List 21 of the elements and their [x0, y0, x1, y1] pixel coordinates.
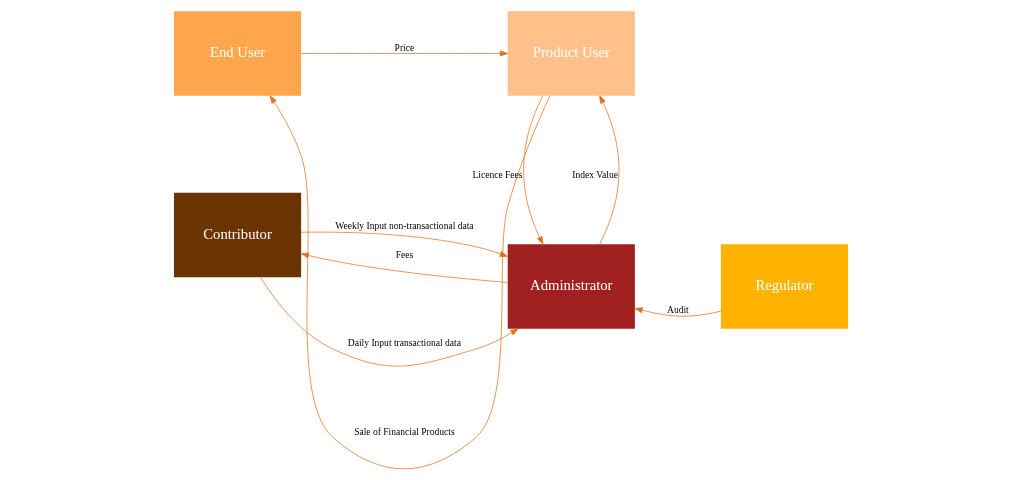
arrow [269, 95, 551, 470]
edge-label: Fees [395, 249, 414, 261]
edge-label: Licence Fees [472, 168, 523, 180]
arrow [523, 95, 544, 245]
edge-label: Daily Input transactional data [347, 337, 462, 349]
edge-label: Audit [667, 303, 689, 315]
node-box: Contributor [173, 192, 302, 278]
arrow [260, 277, 519, 367]
edge-label: Index Value [572, 168, 618, 180]
node-box: End User [173, 11, 302, 96]
node-box: Product User [507, 11, 635, 96]
edge-label: Weekly Input non-transactional data [335, 220, 474, 232]
arrow [599, 95, 620, 245]
edge-label: Sale of Financial Products [354, 425, 455, 437]
node-box: Administrator [507, 244, 635, 329]
arrow [300, 231, 508, 257]
arrow [300, 50, 508, 57]
node-box: Regulator [720, 244, 849, 329]
arrow [300, 252, 508, 283]
arrow [634, 307, 722, 317]
edge-label: Price [394, 41, 415, 53]
